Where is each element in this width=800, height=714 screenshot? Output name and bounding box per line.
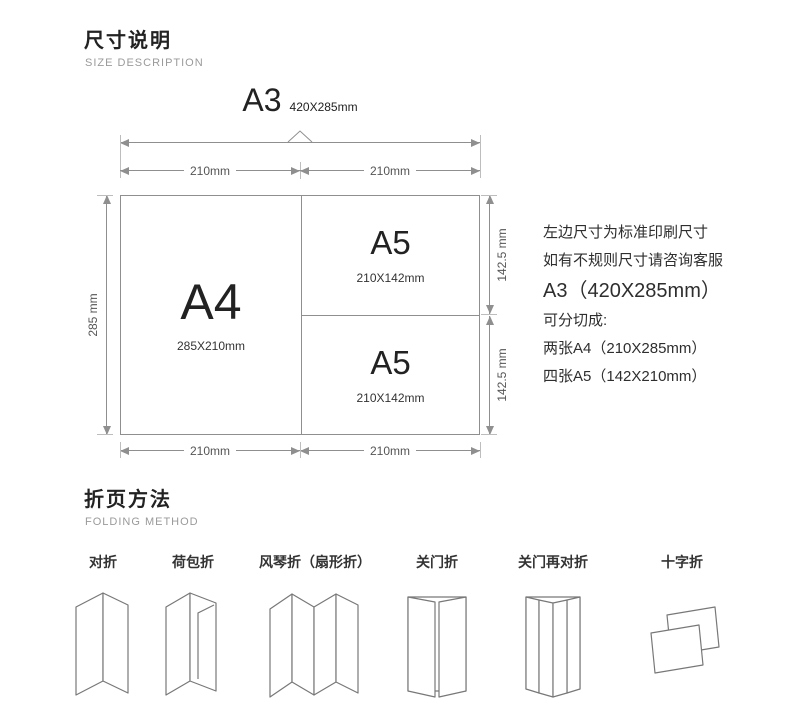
note-line: 两张A4（210X285mm） [543, 340, 707, 357]
accordion-fold-diagram [269, 593, 359, 698]
dim-center-peak [287, 130, 313, 143]
a5-top-dimensions: 210X142mm [356, 271, 425, 285]
note-a3-size: A3（420X285mm） [543, 280, 721, 302]
fold-label: 荷包折 [172, 554, 214, 570]
tick [481, 314, 497, 315]
folding-section-subtitle: FOLDING METHOD [85, 516, 199, 528]
fold-method-accordion-fold: 风琴折（扇形折） [253, 553, 377, 709]
fold-method-gate-fold: 关门折 [392, 553, 482, 709]
dim-label-bottom-right: 210mm [363, 444, 417, 458]
dim-label-right-bottom: 142.5 mm [495, 344, 509, 406]
tick [480, 442, 481, 458]
dim-label-top-right: 210mm [363, 164, 417, 178]
size-notes: 左边尺寸为标准印刷尺寸 如有不规则尺寸请咨询客服 A3（420X285mm） 可… [543, 219, 723, 391]
size-section-title: 尺寸说明 [84, 30, 172, 52]
tick [120, 135, 121, 178]
fold-label: 对折 [89, 554, 117, 570]
tick [480, 135, 481, 178]
a3-dimensions: 420X285mm [289, 100, 358, 114]
a4-dimensions: 285X210mm [176, 339, 246, 353]
fold-label: 十字折 [661, 554, 703, 570]
fold-method-half-fold: 对折 [58, 553, 148, 709]
wallet-fold-diagram [165, 592, 217, 696]
fold-label: 关门折 [416, 554, 458, 570]
tick [481, 195, 497, 196]
dim-line-right-top [485, 195, 494, 314]
tick [300, 442, 301, 458]
dim-line-right-bottom [485, 316, 494, 435]
half-fold-diagram [75, 592, 129, 696]
a4-label: A4 [180, 274, 242, 330]
a3-sheet-diagram: A4 285X210mm A5 210X142mm A5 210X142mm [120, 195, 480, 435]
cell-a5-bottom: A5 210X142mm [301, 315, 479, 434]
folding-section-title: 折页方法 [84, 489, 172, 511]
fold-method-gate-half-fold: 关门再对折 [505, 553, 601, 709]
dim-label-left: 285 mm [86, 289, 100, 341]
a3-heading: A3 420X285mm [120, 82, 480, 119]
note-line: 四张A5（142X210mm） [543, 368, 707, 385]
dim-label-top-left: 210mm [183, 164, 237, 178]
a5-bottom-dimensions: 210X142mm [356, 390, 425, 405]
tick [120, 442, 121, 458]
tick [97, 434, 113, 435]
fold-method-cross-fold: 十字折 [637, 553, 727, 709]
gate-fold-diagram [407, 596, 467, 698]
note-line: 如有不规则尺寸请咨询客服 [543, 252, 724, 269]
tick [481, 434, 497, 435]
tick [97, 195, 113, 196]
note-line: 可分切成: [543, 312, 608, 329]
note-line: 左边尺寸为标准印刷尺寸 [543, 224, 709, 241]
a3-label: A3 [242, 82, 282, 118]
size-section-subtitle: SIZE DESCRIPTION [85, 57, 204, 69]
dim-line-a3-width [120, 138, 480, 147]
gate-half-fold-diagram [525, 596, 581, 698]
dim-label-bottom-left: 210mm [183, 444, 237, 458]
dim-line-left-height [102, 195, 111, 435]
cell-a5-top: A5 210X142mm [301, 196, 479, 315]
a5-top-label: A5 [370, 224, 411, 261]
cross-fold-diagram [650, 606, 720, 674]
cell-a4: A4 285X210mm [121, 196, 301, 434]
fold-label: 风琴折（扇形折） [259, 554, 371, 570]
fold-method-wallet-fold: 荷包折 [148, 553, 238, 709]
fold-label: 关门再对折 [518, 554, 588, 570]
dim-label-right-top: 142.5 mm [495, 224, 509, 286]
a5-bottom-label: A5 [370, 343, 411, 381]
